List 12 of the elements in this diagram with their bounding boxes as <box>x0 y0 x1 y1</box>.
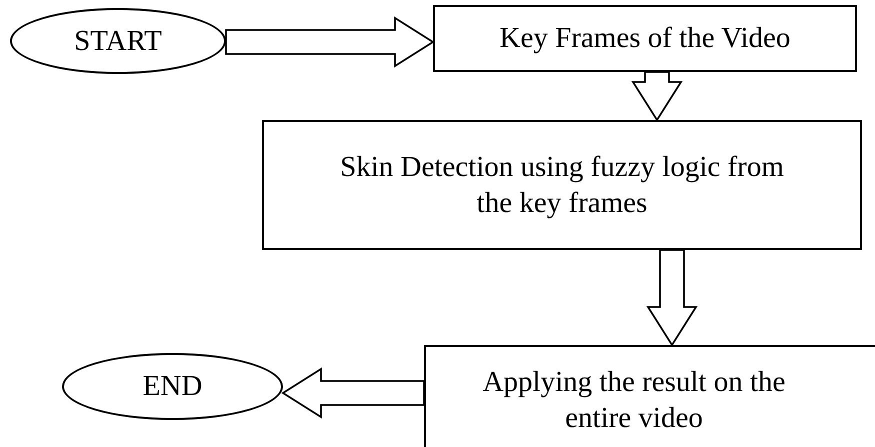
process-box <box>433 5 857 72</box>
node-text: START <box>74 24 162 59</box>
node-text: END <box>142 369 202 404</box>
process-box <box>262 120 862 250</box>
process-box <box>424 345 875 447</box>
block-arrow <box>281 367 425 419</box>
node-text: Skin Detection using fuzzy logic from the key frames <box>339 150 785 221</box>
block-arrow <box>225 16 435 68</box>
block-arrow <box>631 71 683 122</box>
block-arrow <box>646 249 698 347</box>
node-text: Applying the result on the entire video <box>482 364 786 436</box>
node-text: Key Frames of the Video <box>500 21 790 56</box>
